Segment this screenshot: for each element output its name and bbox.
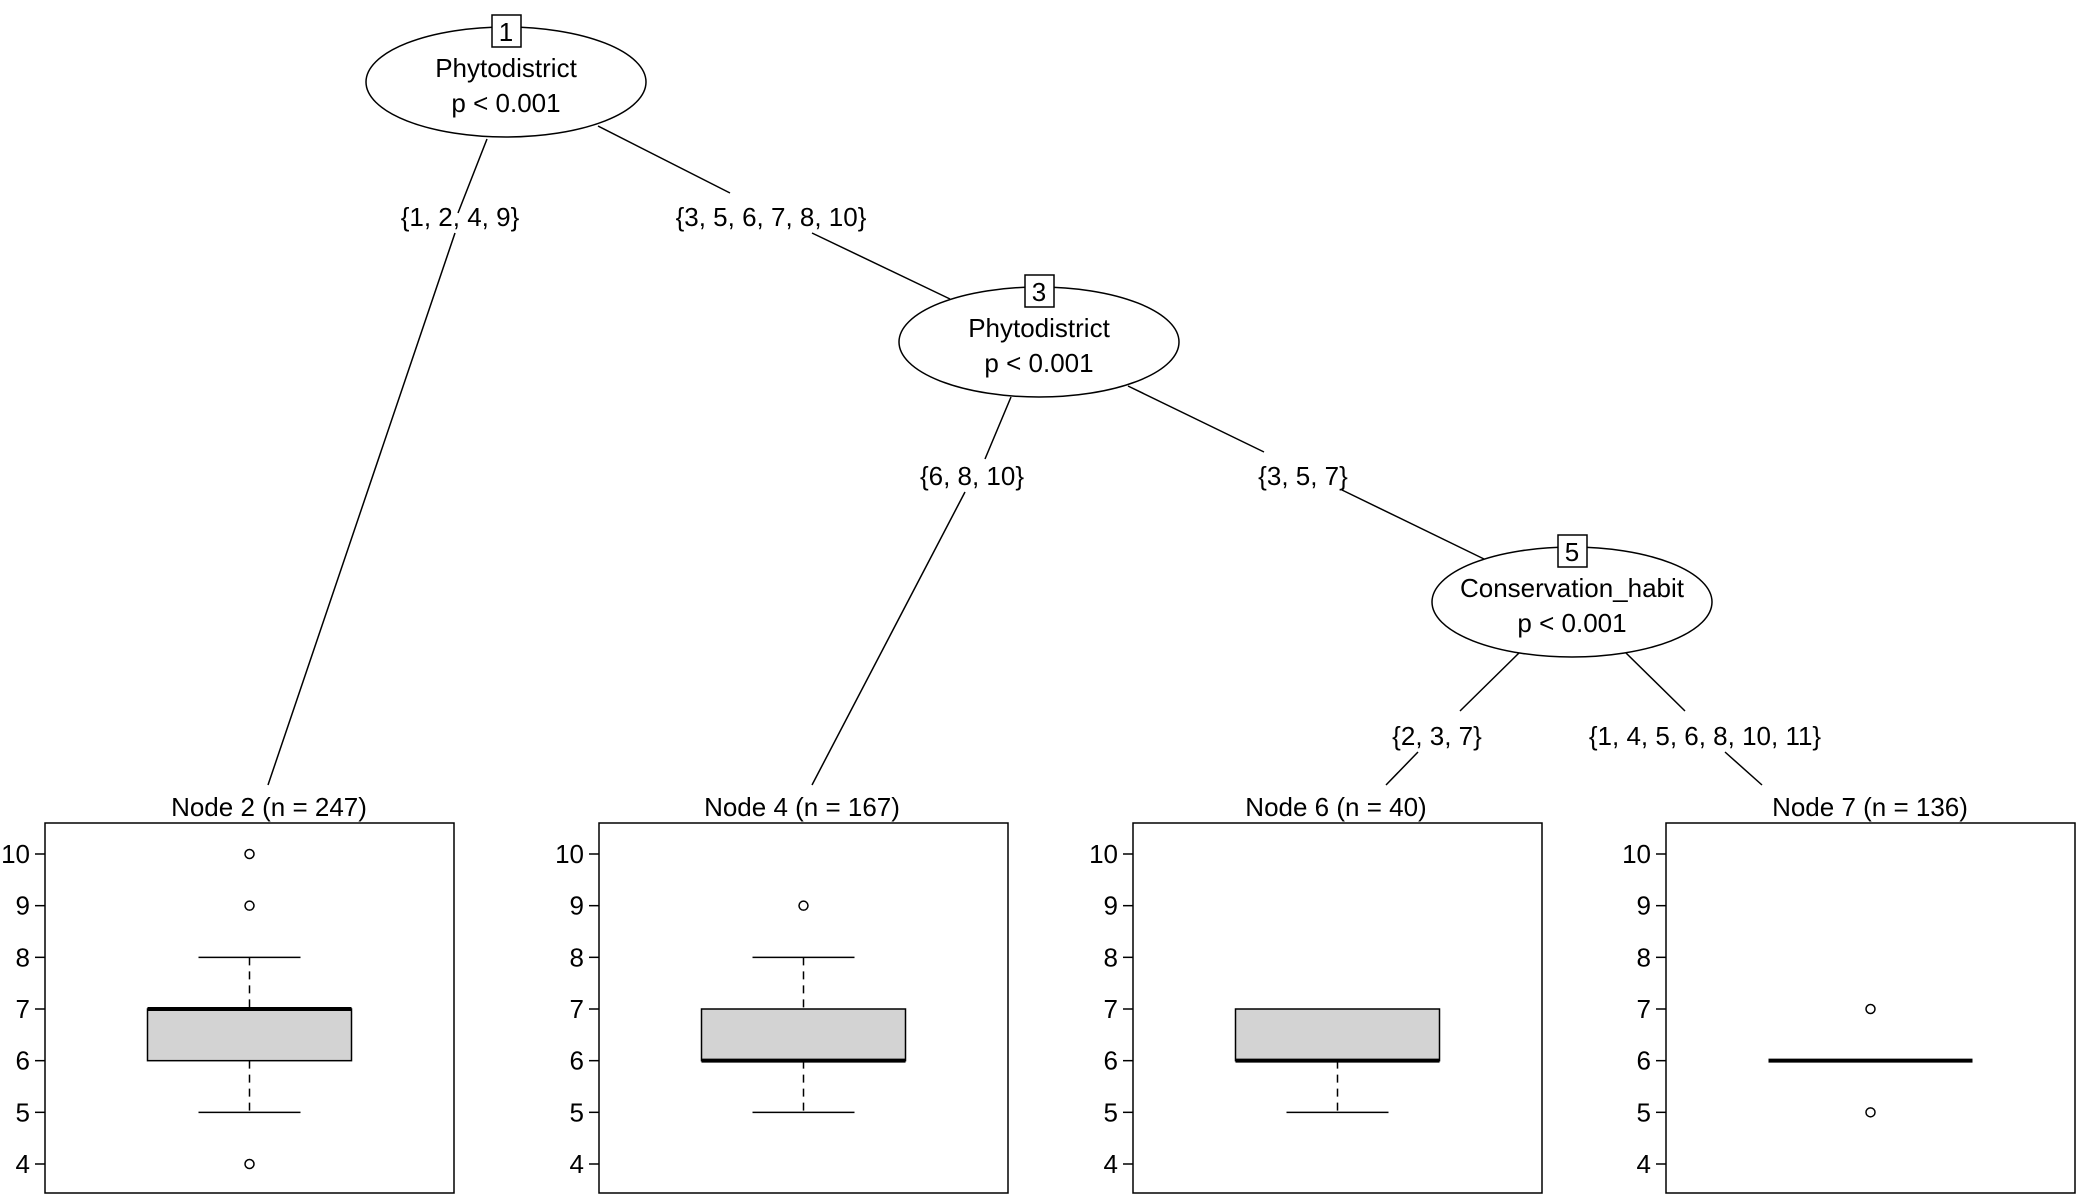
edge-label: {3, 5, 7} xyxy=(1258,461,1348,491)
y-tick-label: 9 xyxy=(570,891,584,921)
y-tick-label: 8 xyxy=(1104,942,1118,972)
y-tick-label: 10 xyxy=(555,839,584,869)
boxplot-panel: 4 5 6 7 8 9 10 xyxy=(1,822,455,1194)
edge-line-1-2 xyxy=(267,232,456,786)
edge-line-3-4 xyxy=(811,491,966,786)
edge-line-1-3 xyxy=(597,125,731,194)
terminal-node-title: Node 6 (n = 40) xyxy=(1245,792,1426,822)
y-tick-label: 8 xyxy=(570,942,584,972)
y-tick-label: 7 xyxy=(16,994,30,1024)
y-tick-label: 9 xyxy=(1104,891,1118,921)
y-tick-label: 4 xyxy=(16,1149,30,1179)
y-tick-label: 4 xyxy=(1104,1149,1118,1179)
y-tick-label: 6 xyxy=(16,1046,30,1076)
outlier-point xyxy=(244,1158,255,1170)
node-variable: Phytodistrict xyxy=(435,53,577,83)
edge-line-5-6 xyxy=(1385,751,1419,786)
node-number-box xyxy=(491,14,522,48)
edge-label: {2, 3, 7} xyxy=(1392,721,1482,751)
y-tick-label: 5 xyxy=(570,1097,584,1127)
box xyxy=(700,1008,907,1062)
terminal-node-title: Node 2 (n = 247) xyxy=(171,792,367,822)
outlier-point xyxy=(798,900,809,911)
y-tick-label: 8 xyxy=(1637,942,1651,972)
terminal-node-title: Node 4 (n = 167) xyxy=(704,792,900,822)
y-tick-label: 5 xyxy=(16,1097,30,1127)
node-pvalue: p < 0.001 xyxy=(984,348,1093,378)
inner-node-5: 5 Conservation_habit p < 0.001 xyxy=(1431,534,1713,658)
boxplot-panel: 4 5 6 7 8 9 10 xyxy=(1622,822,2076,1194)
y-tick-label: 5 xyxy=(1104,1097,1118,1127)
plot-frame xyxy=(44,822,455,1194)
outlier-point xyxy=(244,848,255,860)
node-number: 1 xyxy=(499,17,513,47)
node-variable: Phytodistrict xyxy=(968,313,1110,343)
outlier-point xyxy=(1865,1003,1876,1015)
inner-node-1: 1 Phytodistrict p < 0.001 xyxy=(365,14,647,138)
outlier-point xyxy=(244,900,255,911)
edge-label: {6, 8, 10} xyxy=(920,461,1024,491)
box xyxy=(146,1008,353,1062)
outlier-point xyxy=(1865,1107,1876,1118)
y-tick-label: 7 xyxy=(1104,994,1118,1024)
node-number-box xyxy=(1024,274,1055,308)
edge-line-1-2 xyxy=(457,138,488,214)
edge-label: {3, 5, 6, 7, 8, 10} xyxy=(676,202,867,232)
y-tick-label: 10 xyxy=(1089,839,1118,869)
edge-label: {1, 4, 5, 6, 8, 10, 11} xyxy=(1589,721,1822,751)
y-tick-label: 8 xyxy=(16,942,30,972)
inner-node-3: 3 Phytodistrict p < 0.001 xyxy=(898,274,1180,398)
y-tick-label: 10 xyxy=(1622,839,1651,869)
terminal-boxplots: 4 5 6 7 8 9 10 4 5 6 7 8 9 10 4 5 6 7 8 9 10 4 5 6 7 8 9 10 xyxy=(1,822,2076,1194)
tree-edges xyxy=(267,125,1763,786)
node-number: 5 xyxy=(1565,537,1579,567)
boxplot-panel: 4 5 6 7 8 9 10 xyxy=(555,822,1009,1194)
y-tick-label: 5 xyxy=(1637,1097,1651,1127)
edge-label: {1, 2, 4, 9} xyxy=(401,202,520,232)
y-tick-label: 6 xyxy=(1637,1046,1651,1076)
y-tick-label: 4 xyxy=(570,1149,584,1179)
edge-line-3-5 xyxy=(1341,489,1485,560)
y-tick-label: 6 xyxy=(1104,1046,1118,1076)
plot-frame xyxy=(1132,822,1543,1194)
node-pvalue: p < 0.001 xyxy=(451,88,560,118)
edge-line-3-5 xyxy=(1127,385,1265,453)
plot-frame xyxy=(598,822,1009,1194)
edge-line-5-6 xyxy=(1459,651,1521,712)
edge-line-3-4 xyxy=(984,396,1012,460)
edge-line-5-7 xyxy=(1624,651,1686,712)
plot-frame xyxy=(1665,822,2076,1194)
y-tick-label: 10 xyxy=(1,839,30,869)
node-pvalue: p < 0.001 xyxy=(1517,608,1626,638)
y-tick-label: 9 xyxy=(1637,891,1651,921)
terminal-titles: Node 2 (n = 247) Node 4 (n = 167) Node 6… xyxy=(171,792,1968,822)
boxplot-panel: 4 5 6 7 8 9 10 xyxy=(1089,822,1543,1194)
box xyxy=(1234,1008,1441,1062)
edge-line-5-7 xyxy=(1724,751,1763,786)
terminal-node-title: Node 7 (n = 136) xyxy=(1772,792,1968,822)
node-number-box xyxy=(1557,534,1588,568)
edge-line-1-3 xyxy=(811,232,951,300)
y-tick-label: 6 xyxy=(570,1046,584,1076)
node-variable: Conservation_habit xyxy=(1460,573,1685,603)
y-tick-label: 4 xyxy=(1637,1149,1651,1179)
edge-labels: {1, 2, 4, 9} {3, 5, 6, 7, 8, 10} {6, 8, … xyxy=(401,202,1822,751)
node-number: 3 xyxy=(1032,277,1046,307)
y-tick-label: 7 xyxy=(1637,994,1651,1024)
y-tick-label: 9 xyxy=(16,891,30,921)
y-tick-label: 7 xyxy=(570,994,584,1024)
